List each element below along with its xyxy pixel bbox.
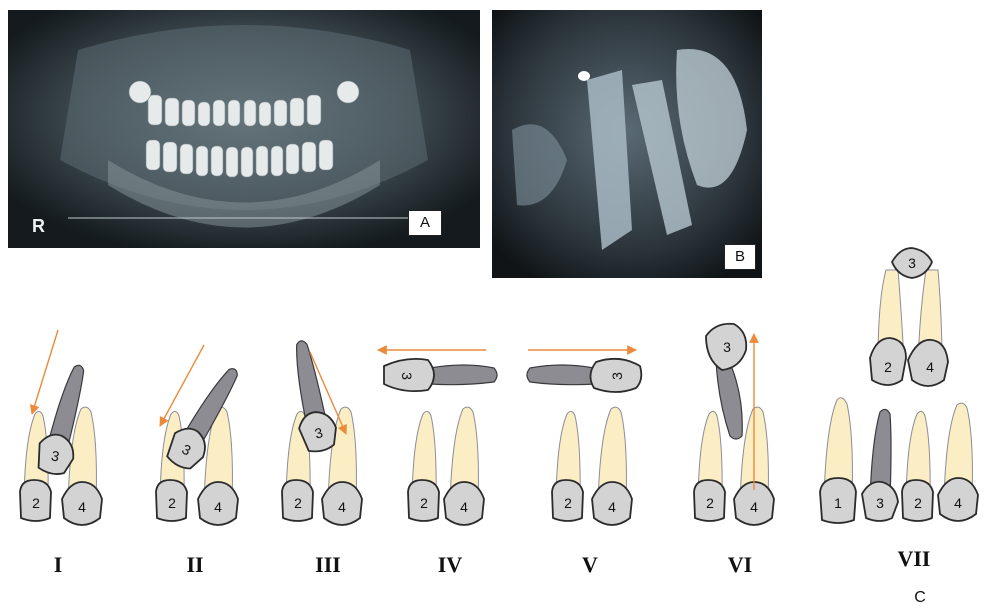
first-premolar [592,407,632,525]
class-v-illustration: 3 V [527,350,641,577]
horizontal-impacted-canine: 3 [384,359,497,391]
panel-c-label: C [914,589,926,606]
class-numeral: IV [438,552,463,577]
class-numeral: III [315,552,341,577]
class-numeral: VI [728,552,752,577]
horizontal-impacted-canine: 3 [527,359,641,392]
svg-text:3: 3 [723,339,731,355]
eruption-path-arrow [32,330,58,414]
class-i-illustration: I [20,330,102,577]
transposed-canine [862,409,898,521]
svg-text:4: 4 [926,359,934,375]
first-premolar [938,403,978,521]
central-incisor [820,398,856,523]
svg-text:3: 3 [399,372,415,380]
class-vii-illustration: 2 4 3 VII [820,248,978,571]
lateral-incisor [694,411,725,521]
svg-text:3: 3 [609,372,625,380]
class-iii-illustration: III [279,338,362,577]
svg-text:2: 2 [884,359,892,375]
class-numeral: VII [897,546,930,571]
class-vi-illustration: 3 VI [694,324,774,577]
impacted-canine [279,338,341,455]
lateral-incisor [902,411,933,521]
class-iv-illustration: 3 IV [378,350,497,577]
upper-transposition-pair: 2 4 3 [870,248,948,386]
svg-text:3: 3 [908,255,916,271]
lateral-incisor [552,411,583,521]
class-numeral: II [186,552,203,577]
class-ii-illustration: II [156,345,246,577]
lateral-incisor [408,411,439,521]
first-premolar [444,407,484,525]
class-numeral: I [54,552,63,577]
class-numeral: V [582,552,598,577]
